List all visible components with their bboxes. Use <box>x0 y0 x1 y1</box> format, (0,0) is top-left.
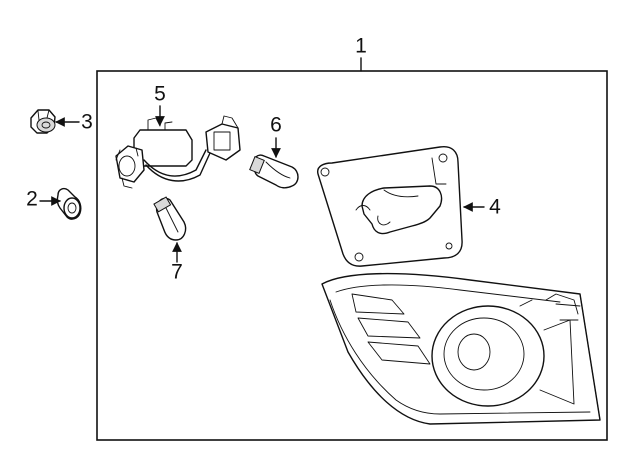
tail-lamp-housing[interactable] <box>321 272 601 425</box>
part-4-cover[interactable] <box>317 145 463 267</box>
callout-2[interactable]: 2 <box>26 188 61 211</box>
callout-5[interactable]: 5 <box>154 83 166 126</box>
callout-7[interactable]: 7 <box>171 242 183 284</box>
part-6-bulb[interactable] <box>249 154 299 189</box>
callout-7-label: 7 <box>171 261 183 284</box>
callout-3[interactable]: 3 <box>55 111 93 134</box>
callout-6[interactable]: 6 <box>270 114 282 158</box>
callout-3-label: 3 <box>81 111 93 134</box>
callout-5-label: 5 <box>154 83 166 106</box>
callout-2-label: 2 <box>26 188 38 211</box>
callout-1[interactable]: 1 <box>355 35 367 72</box>
part-3-nut[interactable] <box>30 109 56 134</box>
callout-1-label: 1 <box>355 35 367 58</box>
callout-4[interactable]: 4 <box>463 196 501 219</box>
callout-4-label: 4 <box>489 196 501 219</box>
assembly-frame <box>96 70 608 441</box>
part-5-socket-harness[interactable] <box>115 115 241 189</box>
part-7-bulb[interactable] <box>153 196 187 241</box>
callout-6-label: 6 <box>270 114 282 137</box>
part-2-grommet[interactable] <box>56 187 82 220</box>
